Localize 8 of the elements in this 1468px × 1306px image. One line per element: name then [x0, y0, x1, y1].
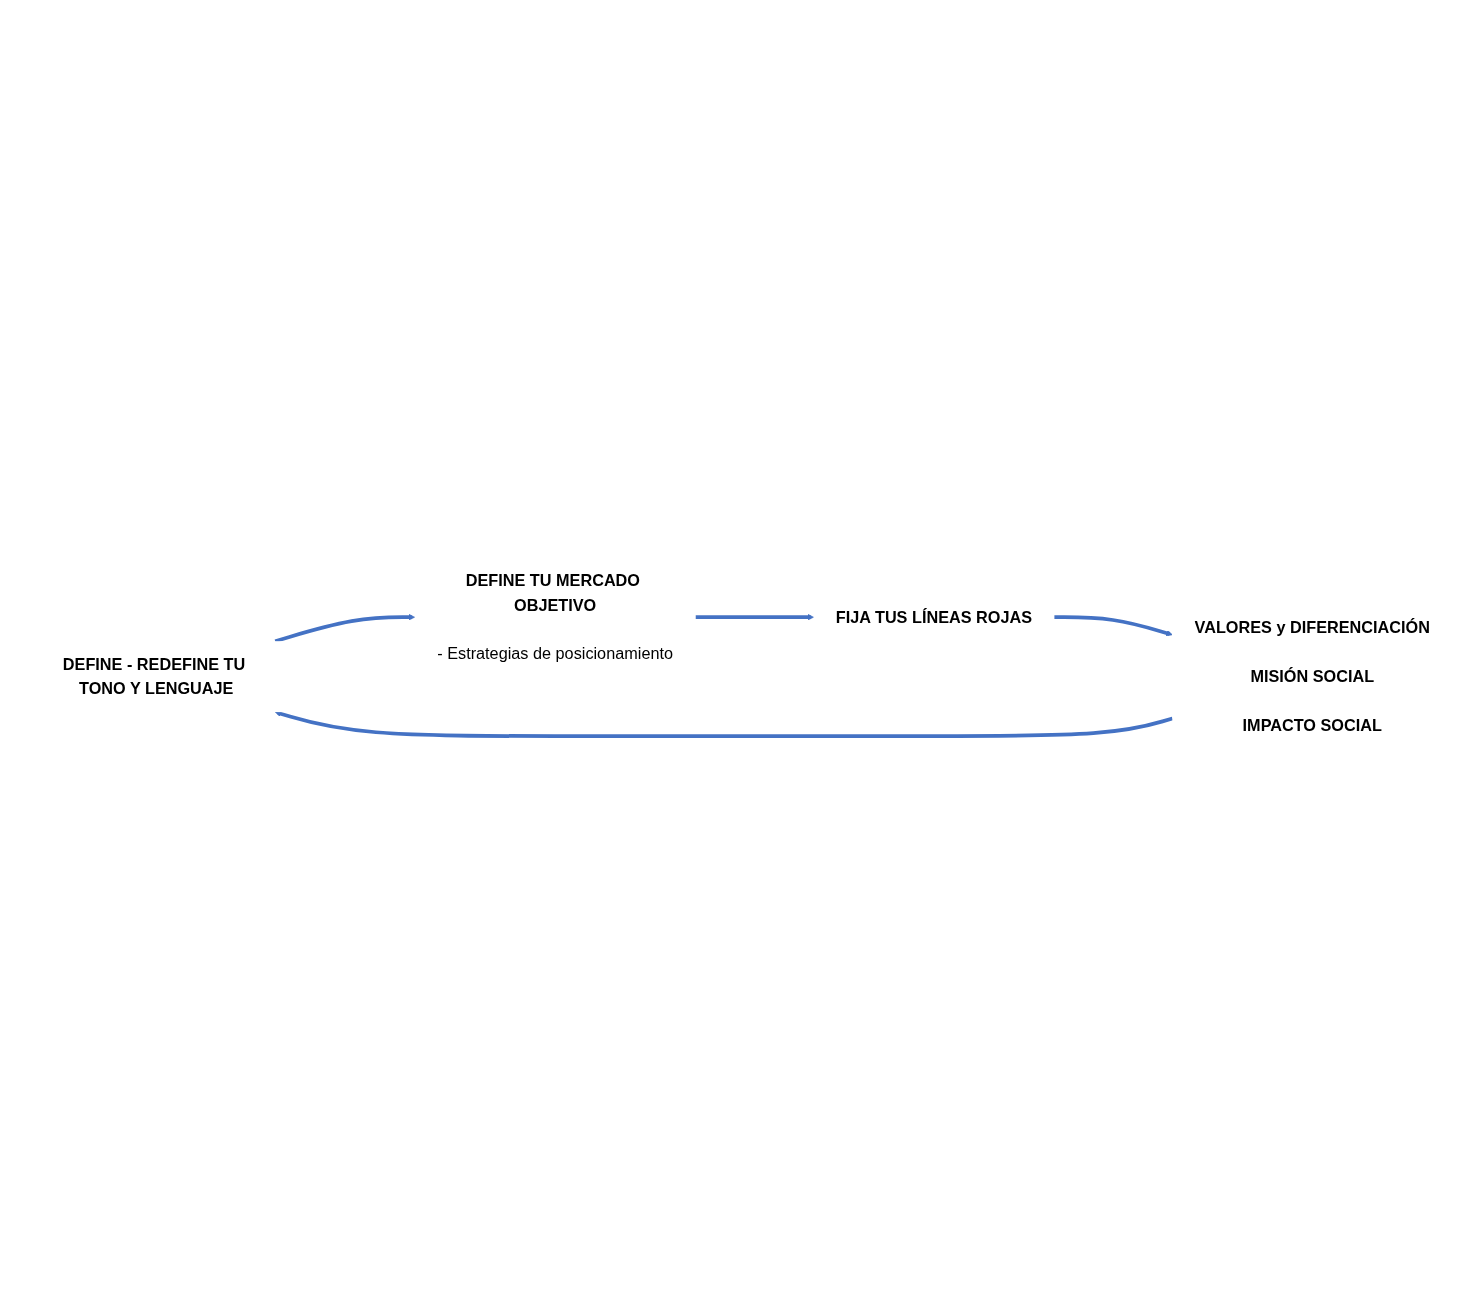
arrow	[1054, 615, 1173, 637]
node-text: DEFINE TU MERCADO OBJETIVO - Estrategias de posicionamiento	[437, 571, 674, 663]
arrow	[695, 613, 814, 621]
node-text: DEFINE - REDEFINE TU TONO Y LENGUAJE	[62, 655, 246, 699]
node-text: VALORES y DIFERENCIACIÓN MISIÓN SOCIAL IMPACTO SOCIAL	[1194, 618, 1430, 735]
arrow	[274, 710, 1173, 738]
arrow	[274, 613, 416, 643]
node-text: FIJA TUS LÍNEAS ROJAS	[835, 607, 1033, 627]
